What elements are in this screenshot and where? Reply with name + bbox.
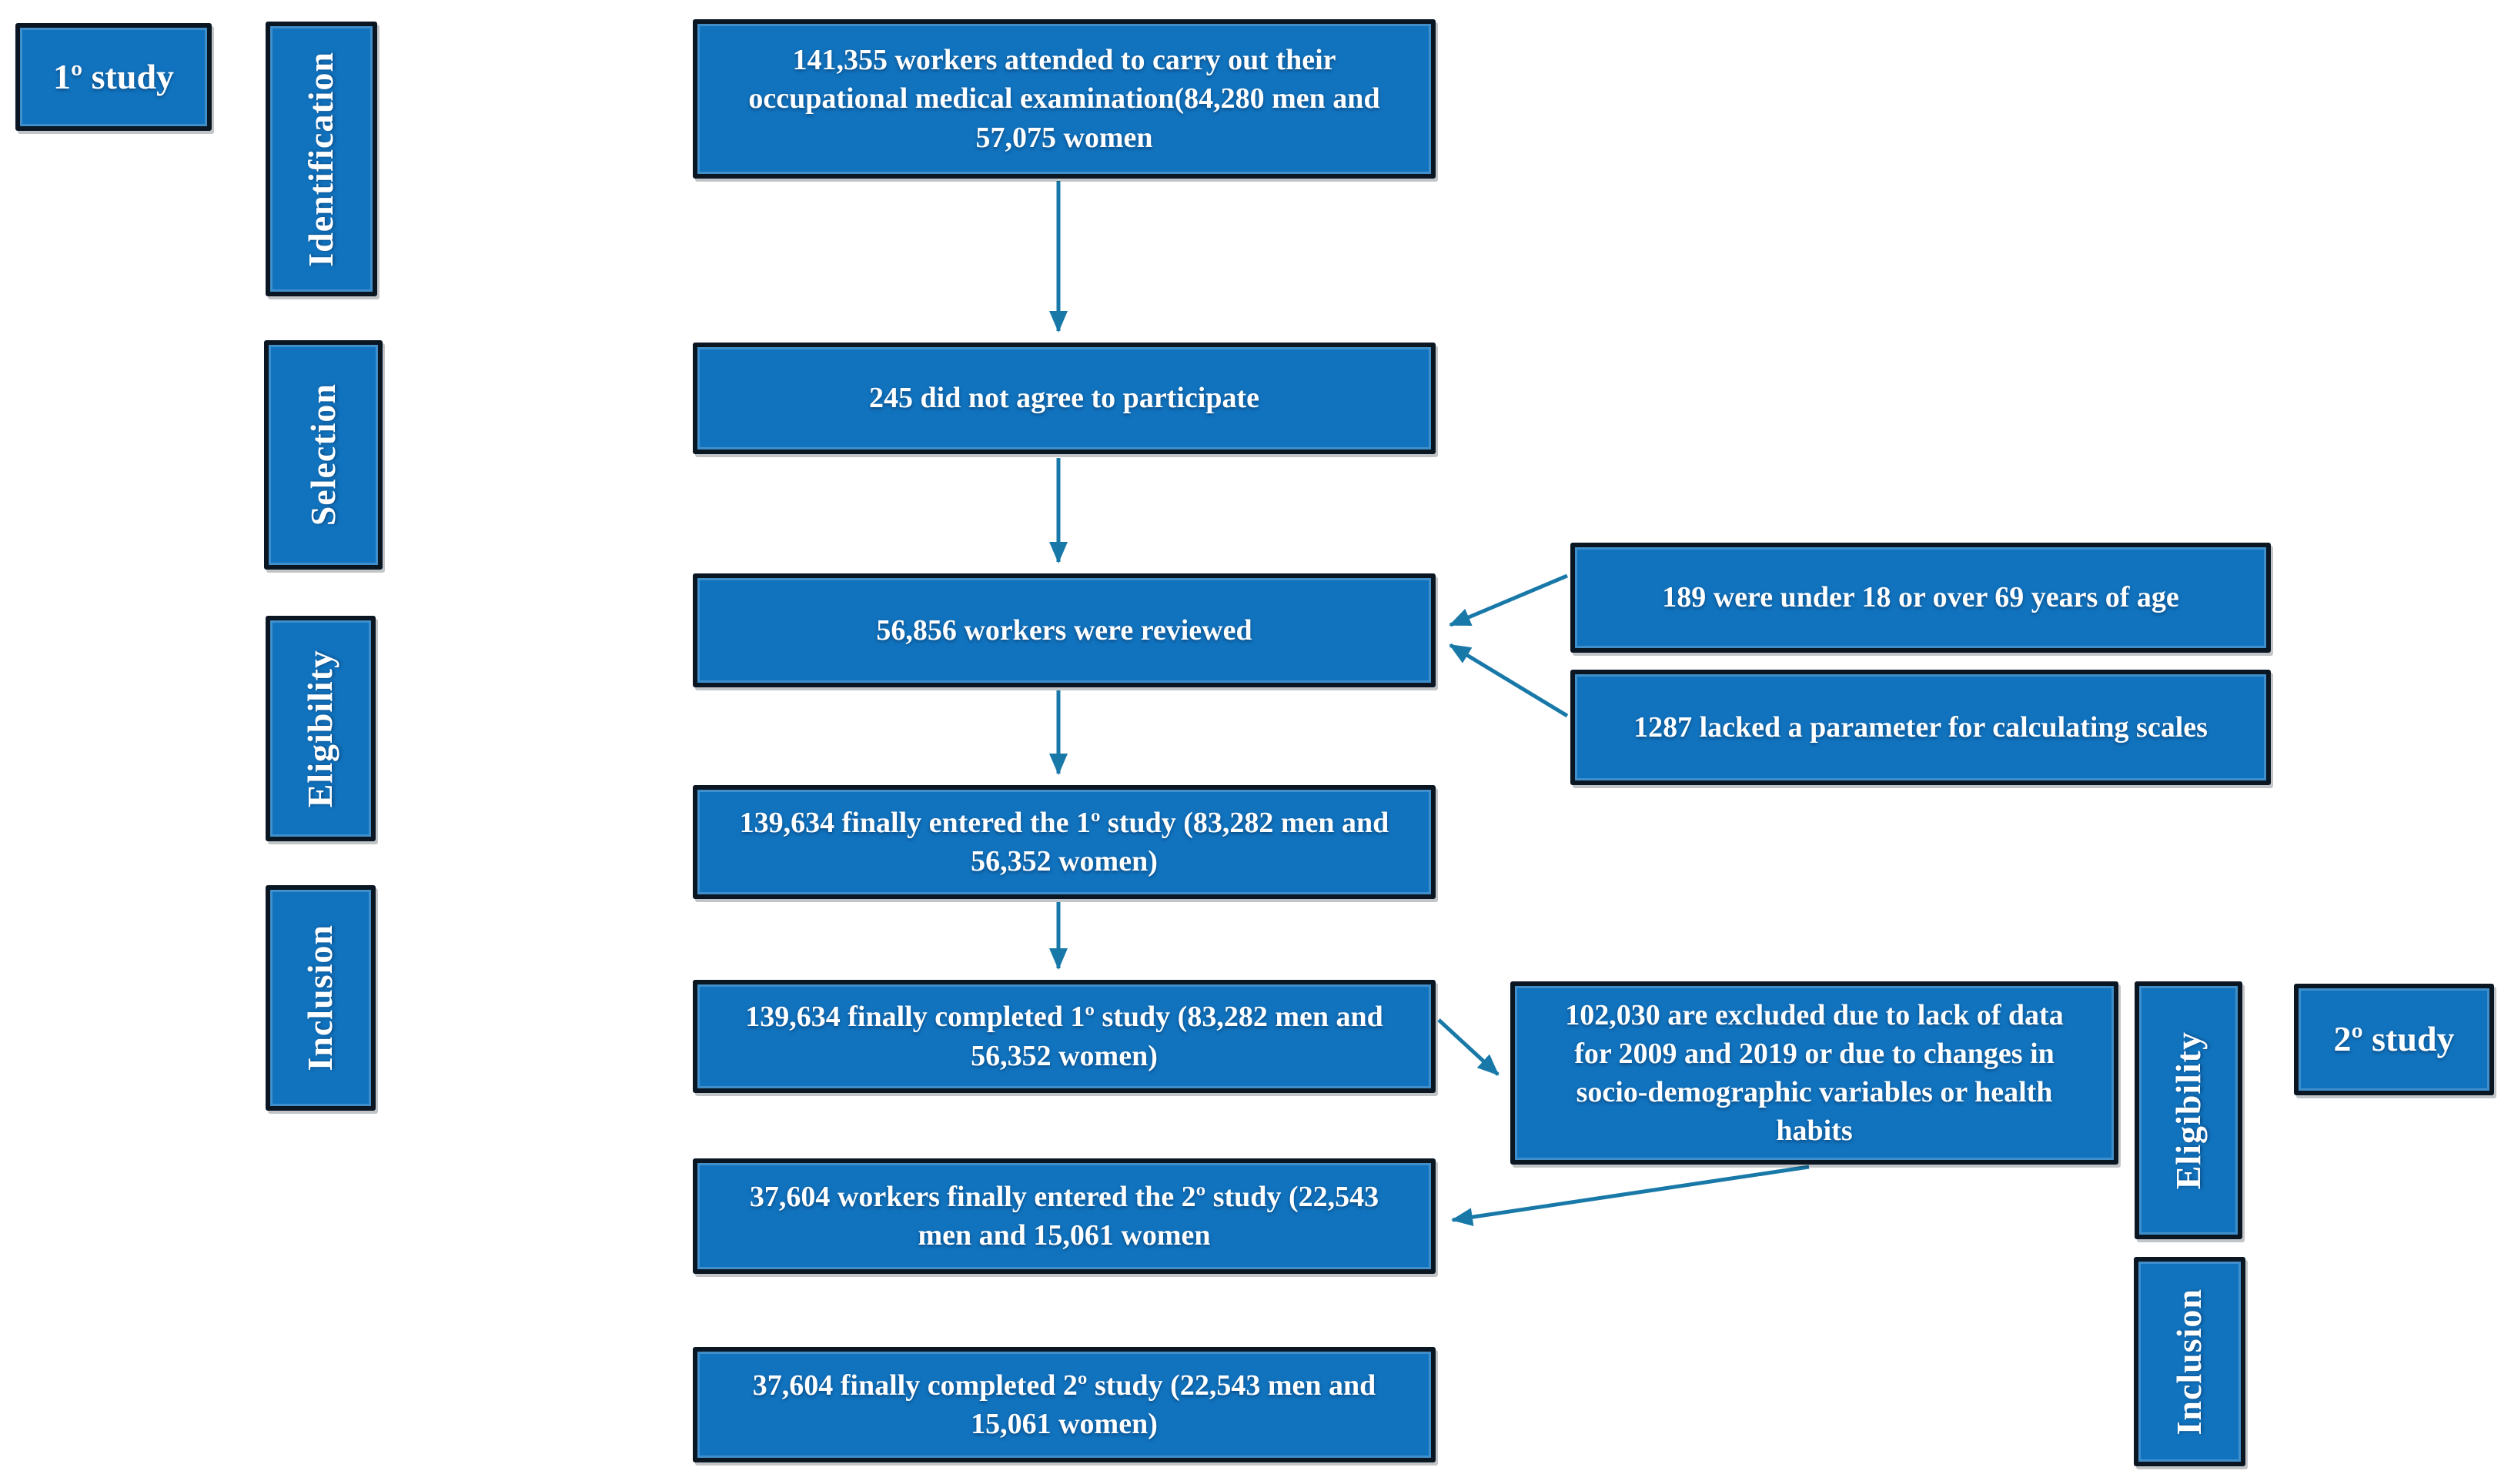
stage-eligibility-1-label: Eligibility bbox=[300, 649, 340, 808]
stage-selection-label: Selection bbox=[303, 383, 343, 526]
study1-tag-label: 1º study bbox=[52, 56, 175, 96]
flow-box-entered-study2-text: 37,604 workers finally entered the 2º st… bbox=[749, 1180, 1379, 1252]
arrow-completed1-to-excluded bbox=[1437, 1018, 1500, 1076]
stage-eligibility-2-box: Eligibility bbox=[2135, 981, 2242, 1239]
flow-box-completed-study1-text: 139,634 finally completed 1º study (83,2… bbox=[745, 1001, 1383, 1072]
flow-box-declined-text: 245 did not agree to participate bbox=[869, 382, 1259, 415]
stage-identification-box: Identification bbox=[266, 22, 377, 296]
flow-box-excluded-scales: 1287 lacked a parameter for calculating … bbox=[1570, 670, 2271, 785]
stage-inclusion-1-label: Inclusion bbox=[300, 924, 340, 1071]
stage-selection-box: Selection bbox=[264, 340, 383, 570]
flow-box-excluded-scales-text: 1287 lacked a parameter for calculating … bbox=[1633, 710, 2208, 744]
flow-box-entered-study1-text: 139,634 finally entered the 1º study (83… bbox=[739, 806, 1389, 877]
flow-box-completed-study1: 139,634 finally completed 1º study (83,2… bbox=[693, 980, 1436, 1093]
stage-eligibility-2-label: Eligibility bbox=[2168, 1031, 2208, 1190]
flow-box-excluded-age: 189 were under 18 or over 69 years of ag… bbox=[1570, 543, 2271, 653]
flow-box-entered-study2: 37,604 workers finally entered the 2º st… bbox=[693, 1158, 1436, 1274]
flow-box-entered-study1: 139,634 finally entered the 1º study (83… bbox=[693, 785, 1436, 899]
study2-tag-box: 2º study bbox=[2294, 984, 2494, 1095]
stage-inclusion-2-label: Inclusion bbox=[2169, 1288, 2209, 1436]
flow-box-declined: 245 did not agree to participate bbox=[693, 343, 1436, 454]
flow-box-reviewed-text: 56,856 workers were reviewed bbox=[876, 613, 1252, 647]
stage-inclusion-2-box: Inclusion bbox=[2134, 1257, 2245, 1466]
flow-box-completed-study2-text: 37,604 finally completed 2º study (22,54… bbox=[752, 1369, 1376, 1440]
flow-box-attended: 141,355 workers attended to carry out th… bbox=[693, 19, 1436, 179]
arrow-excluded-to-entered2 bbox=[1451, 1165, 1810, 1227]
study2-tag-label: 2º study bbox=[2333, 1019, 2455, 1059]
study1-tag-box: 1º study bbox=[15, 23, 212, 131]
flow-box-reviewed: 56,856 workers were reviewed bbox=[693, 573, 1436, 687]
flow-box-excluded-followup-text: 102,030 are excluded due to lack of data… bbox=[1565, 998, 2064, 1148]
flow-box-completed-study2: 37,604 finally completed 2º study (22,54… bbox=[693, 1347, 1436, 1462]
arrow-excl-age-to-reviewed bbox=[1449, 573, 1568, 627]
arrow-excl-scales-to-reviewed bbox=[1449, 643, 1569, 718]
flow-box-excluded-age-text: 189 were under 18 or over 69 years of ag… bbox=[1662, 581, 2179, 614]
stage-identification-label: Identification bbox=[301, 51, 341, 267]
flow-box-attended-text: 141,355 workers attended to carry out th… bbox=[748, 44, 1380, 154]
stage-inclusion-1-box: Inclusion bbox=[266, 885, 376, 1111]
stage-eligibility-1-box: Eligibility bbox=[266, 616, 376, 841]
flow-box-excluded-followup: 102,030 are excluded due to lack of data… bbox=[1510, 981, 2118, 1165]
